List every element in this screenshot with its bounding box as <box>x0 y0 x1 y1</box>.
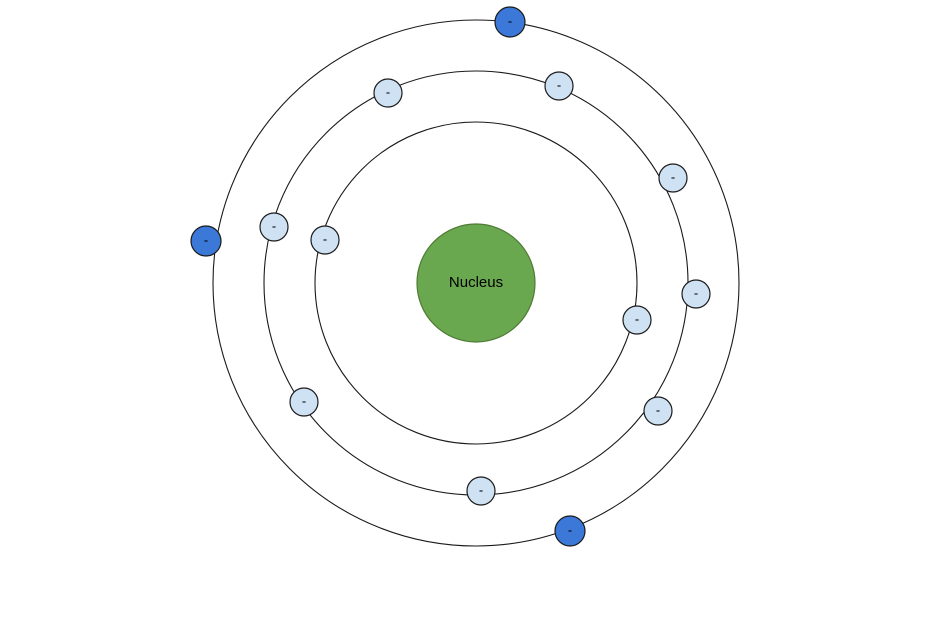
electron-circle[interactable] <box>466 476 496 506</box>
electron-charge-sign: - <box>635 311 639 326</box>
electron-e3-4[interactable]: - <box>190 225 222 257</box>
electron-e1-2[interactable]: - <box>622 305 652 335</box>
electron-circle[interactable] <box>310 225 340 255</box>
electron-circle[interactable] <box>681 279 711 309</box>
electron-e2-1[interactable]: - <box>373 78 403 108</box>
electron-charge-sign: - <box>302 393 306 408</box>
nucleus-label: Nucleus <box>449 274 503 291</box>
electron-charge-sign: - <box>656 402 660 417</box>
electron-charge-sign: - <box>272 218 276 233</box>
electron-charge-sign: - <box>323 231 327 246</box>
electron-circle[interactable] <box>190 225 222 257</box>
nucleus-circle[interactable] <box>416 223 536 343</box>
electron-e2-3[interactable]: - <box>658 163 688 193</box>
electron-charge-sign: - <box>508 13 512 28</box>
orbit-ring-inner-shell <box>314 121 638 445</box>
electron-e2-2[interactable]: - <box>544 71 574 101</box>
electron-e2-4[interactable]: - <box>643 396 673 426</box>
electron-charge-sign: - <box>479 482 483 497</box>
electron-e3-3[interactable]: - <box>554 515 586 547</box>
electron-charge-sign: - <box>671 169 675 184</box>
electrons-group: - - - - - - - - - - - - - <box>190 6 711 547</box>
electron-e3-1[interactable]: - <box>494 6 526 38</box>
electron-charge-sign: - <box>386 84 390 99</box>
electron-circle[interactable] <box>554 515 586 547</box>
orbit-ring-outer-shell <box>212 19 740 547</box>
electron-charge-sign: - <box>694 285 698 300</box>
electron-circle[interactable] <box>373 78 403 108</box>
electron-e3-2[interactable]: - <box>681 279 711 309</box>
electron-charge-sign: - <box>568 522 572 537</box>
electron-e1-3[interactable]: - <box>466 476 496 506</box>
electron-circle[interactable] <box>544 71 574 101</box>
electron-circle[interactable] <box>289 387 319 417</box>
electron-circle[interactable] <box>658 163 688 193</box>
electron-circle[interactable] <box>494 6 526 38</box>
electron-e2-5[interactable]: - <box>289 387 319 417</box>
nucleus-group[interactable]: Nucleus <box>416 223 536 343</box>
electron-charge-sign: - <box>557 77 561 92</box>
electron-e2-6[interactable]: - <box>259 212 289 242</box>
electron-circle[interactable] <box>622 305 652 335</box>
electron-circle[interactable] <box>643 396 673 426</box>
electron-e1-1[interactable]: - <box>310 225 340 255</box>
electron-charge-sign: - <box>204 232 208 247</box>
electron-circle[interactable] <box>259 212 289 242</box>
